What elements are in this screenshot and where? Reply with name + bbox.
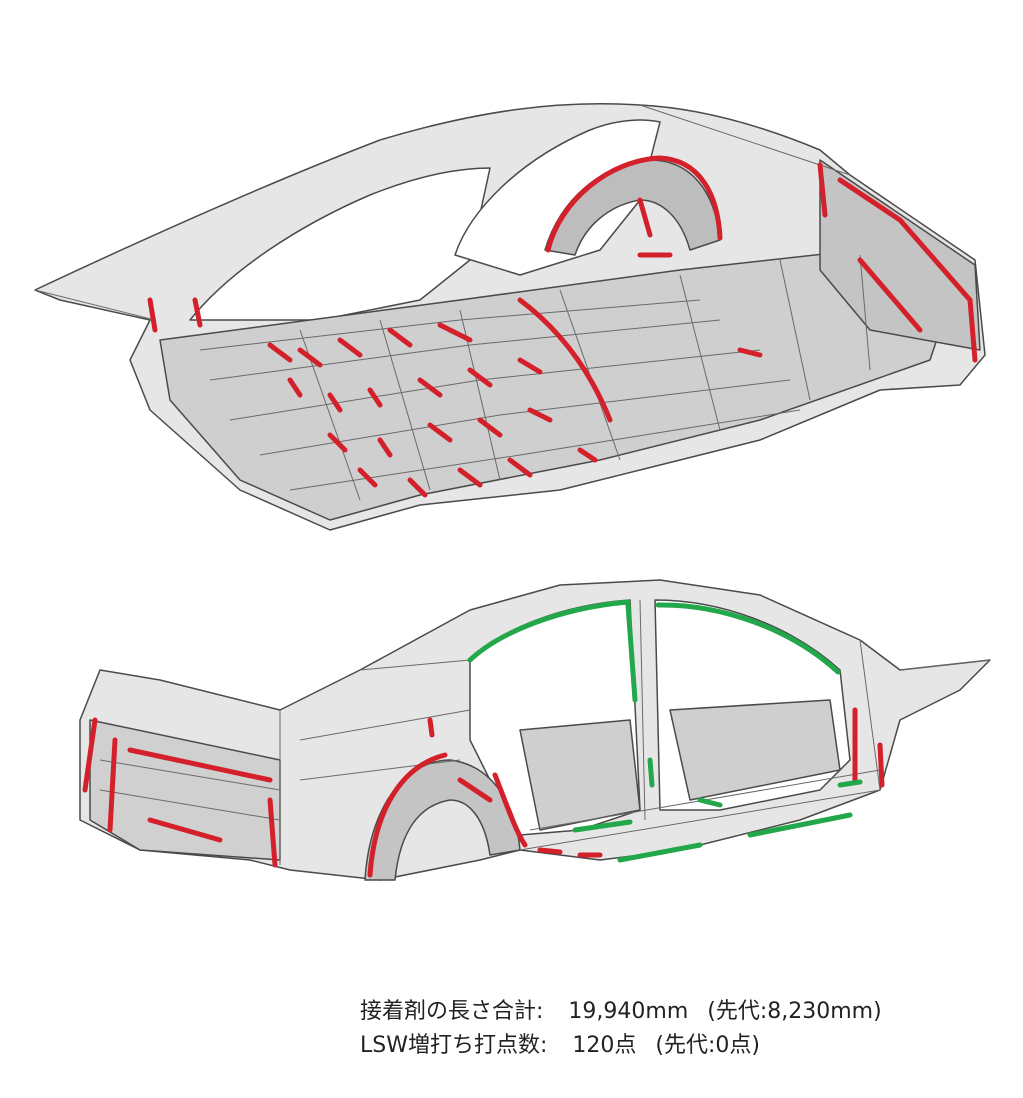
adhesive-length-label: 接着剤の長さ合計: — [360, 999, 544, 1024]
lsw-points-value: 120点 — [572, 1033, 637, 1058]
adhesive-length-row: 接着剤の長さ合計: 19,940mm (先代:8,230mm) — [360, 995, 1000, 1029]
underbody-adhesive-lines — [147, 155, 978, 498]
body-side-lsw-lines — [467, 599, 863, 863]
lsw-points-row: LSW増打ち打点数: 120点 (先代:0点) — [360, 1029, 1000, 1063]
body-side-detail-lines — [99, 599, 991, 865]
body-side-svg — [79, 579, 991, 881]
body-side-structure — [79, 579, 991, 881]
underbody-diagram — [34, 103, 986, 531]
lsw-points-previous: (先代:0点) — [655, 1033, 760, 1058]
body-side-adhesive-lines — [82, 707, 885, 878]
adhesive-length-previous: (先代:8,230mm) — [707, 999, 882, 1024]
lsw-points-label: LSW増打ち打点数: — [360, 1033, 548, 1058]
caption: 接着剤の長さ合計: 19,940mm (先代:8,230mm) LSW増打ち打点… — [360, 995, 1000, 1063]
underbody-svg — [34, 103, 986, 531]
underbody-structure — [34, 103, 986, 531]
adhesive-length-value: 19,940mm — [568, 999, 689, 1024]
body-side-diagram — [0, 560, 1023, 980]
